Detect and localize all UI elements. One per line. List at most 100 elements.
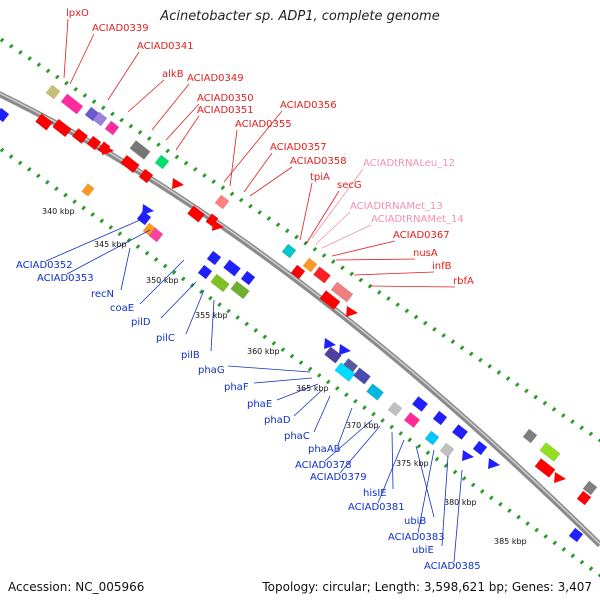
tick-dot [450, 339, 456, 344]
kbp-tick-label: 355 kbp [195, 311, 228, 320]
gene-block [334, 362, 356, 382]
tick-dot [183, 160, 189, 166]
gene-label-forward: tpiA [310, 172, 330, 183]
tick-dot [45, 179, 50, 185]
leader-line [127, 79, 165, 113]
tick-dot [165, 148, 170, 154]
kbp-tick-label: 345 kbp [94, 240, 127, 249]
leader-line [299, 182, 313, 241]
tick-dot [90, 212, 95, 217]
leader-line [45, 219, 141, 262]
tick-dot [489, 495, 494, 501]
gene-block [330, 281, 354, 303]
gene-label-forward: alkB [162, 69, 184, 80]
tick-dot [404, 308, 410, 314]
tick-dot [238, 197, 244, 203]
gene-block [387, 401, 403, 417]
kbp-tick-label: 360 kbp [247, 347, 280, 356]
gene-block [138, 168, 154, 184]
gene-arrow [212, 220, 224, 231]
tick-dot [514, 382, 520, 388]
tick-dot [211, 179, 216, 184]
gene-label-forward: ACIAD0349 [187, 73, 244, 84]
tick-dot [180, 276, 186, 282]
gene-label-reverse: phaD [264, 415, 291, 426]
leader-line [69, 33, 95, 85]
tick-dot [153, 257, 159, 262]
gene-block [534, 458, 556, 478]
accession-text: Accession: NC_005966 [8, 580, 145, 594]
tick-dot [552, 540, 558, 546]
tick-dot [395, 302, 400, 308]
gene-block [214, 194, 230, 210]
gene-block [302, 257, 318, 273]
leader-line [321, 224, 372, 249]
leader-line [139, 259, 185, 305]
tick-dot [108, 224, 114, 230]
tick-dot [72, 199, 77, 204]
gene-label-reverse: ACIAD0381 [348, 502, 405, 513]
leader-line [107, 51, 140, 101]
tick-dot [262, 334, 268, 340]
gene-label-reverse: pilD [131, 317, 151, 328]
leader-line [249, 166, 293, 197]
tick-dot [349, 271, 354, 277]
topology-text: Topology: circular; Length: 3,598,621 bp… [262, 580, 592, 594]
tick-dot [253, 328, 259, 333]
gene-block [230, 280, 250, 300]
tick-dot [91, 99, 97, 104]
gene-label-reverse: ACIAD0383 [388, 532, 445, 543]
gene-label-forward: ACIAD0351 [197, 105, 254, 116]
tick-dot [551, 406, 557, 412]
tick-dot [459, 345, 465, 351]
tick-dot [137, 130, 143, 135]
gene-block [313, 266, 331, 284]
leader-line [253, 377, 313, 384]
gene-block [210, 273, 230, 293]
tick-dot [470, 482, 476, 488]
leader-line [120, 247, 131, 291]
tick-dot [26, 167, 32, 172]
gene-block [582, 480, 598, 496]
gene-block [324, 346, 342, 364]
tick-dot [312, 246, 318, 252]
tick-dot [117, 231, 123, 237]
leader-line [66, 229, 151, 275]
gene-block [136, 210, 152, 226]
tick-dot [376, 290, 382, 295]
tick-dot [588, 566, 594, 571]
gene-arrow [554, 472, 566, 483]
tick-dot [217, 302, 222, 307]
gene-label-reverse: ACIAD0379 [310, 472, 367, 483]
leader-line [453, 469, 463, 563]
gene-label-reverse: ubiE [412, 545, 434, 556]
tick-dot [434, 456, 440, 462]
tick-dot [54, 186, 59, 192]
gene-block [366, 383, 384, 401]
tick-dot [316, 373, 322, 378]
leader-line [417, 449, 435, 534]
tick-dot [144, 250, 150, 256]
gene-label-trna: ACIADtRNAMet_14 [371, 214, 464, 225]
tick-dot [63, 192, 68, 198]
gene-block [197, 264, 213, 280]
leader-line [315, 211, 351, 245]
tick-dot [413, 314, 419, 320]
tick-dot [220, 185, 226, 191]
gene-label-reverse: pilC [156, 333, 175, 344]
tick-dot [524, 388, 529, 394]
tick-dot [505, 376, 511, 381]
tick-dot [498, 501, 503, 507]
tick-dot [100, 105, 106, 111]
gene-block [148, 227, 164, 243]
gene-label-trna: ACIADtRNALeu_12 [363, 158, 455, 169]
gene-arrow [346, 306, 358, 317]
tick-dot [192, 166, 198, 172]
tick-dot [579, 559, 585, 565]
tick-dot [452, 469, 458, 475]
gene-block [353, 367, 371, 385]
tick-dot [468, 351, 474, 357]
gene-label-forward: ACIAD0367 [393, 230, 450, 241]
kbp-tick-label: 385 kbp [494, 537, 527, 546]
